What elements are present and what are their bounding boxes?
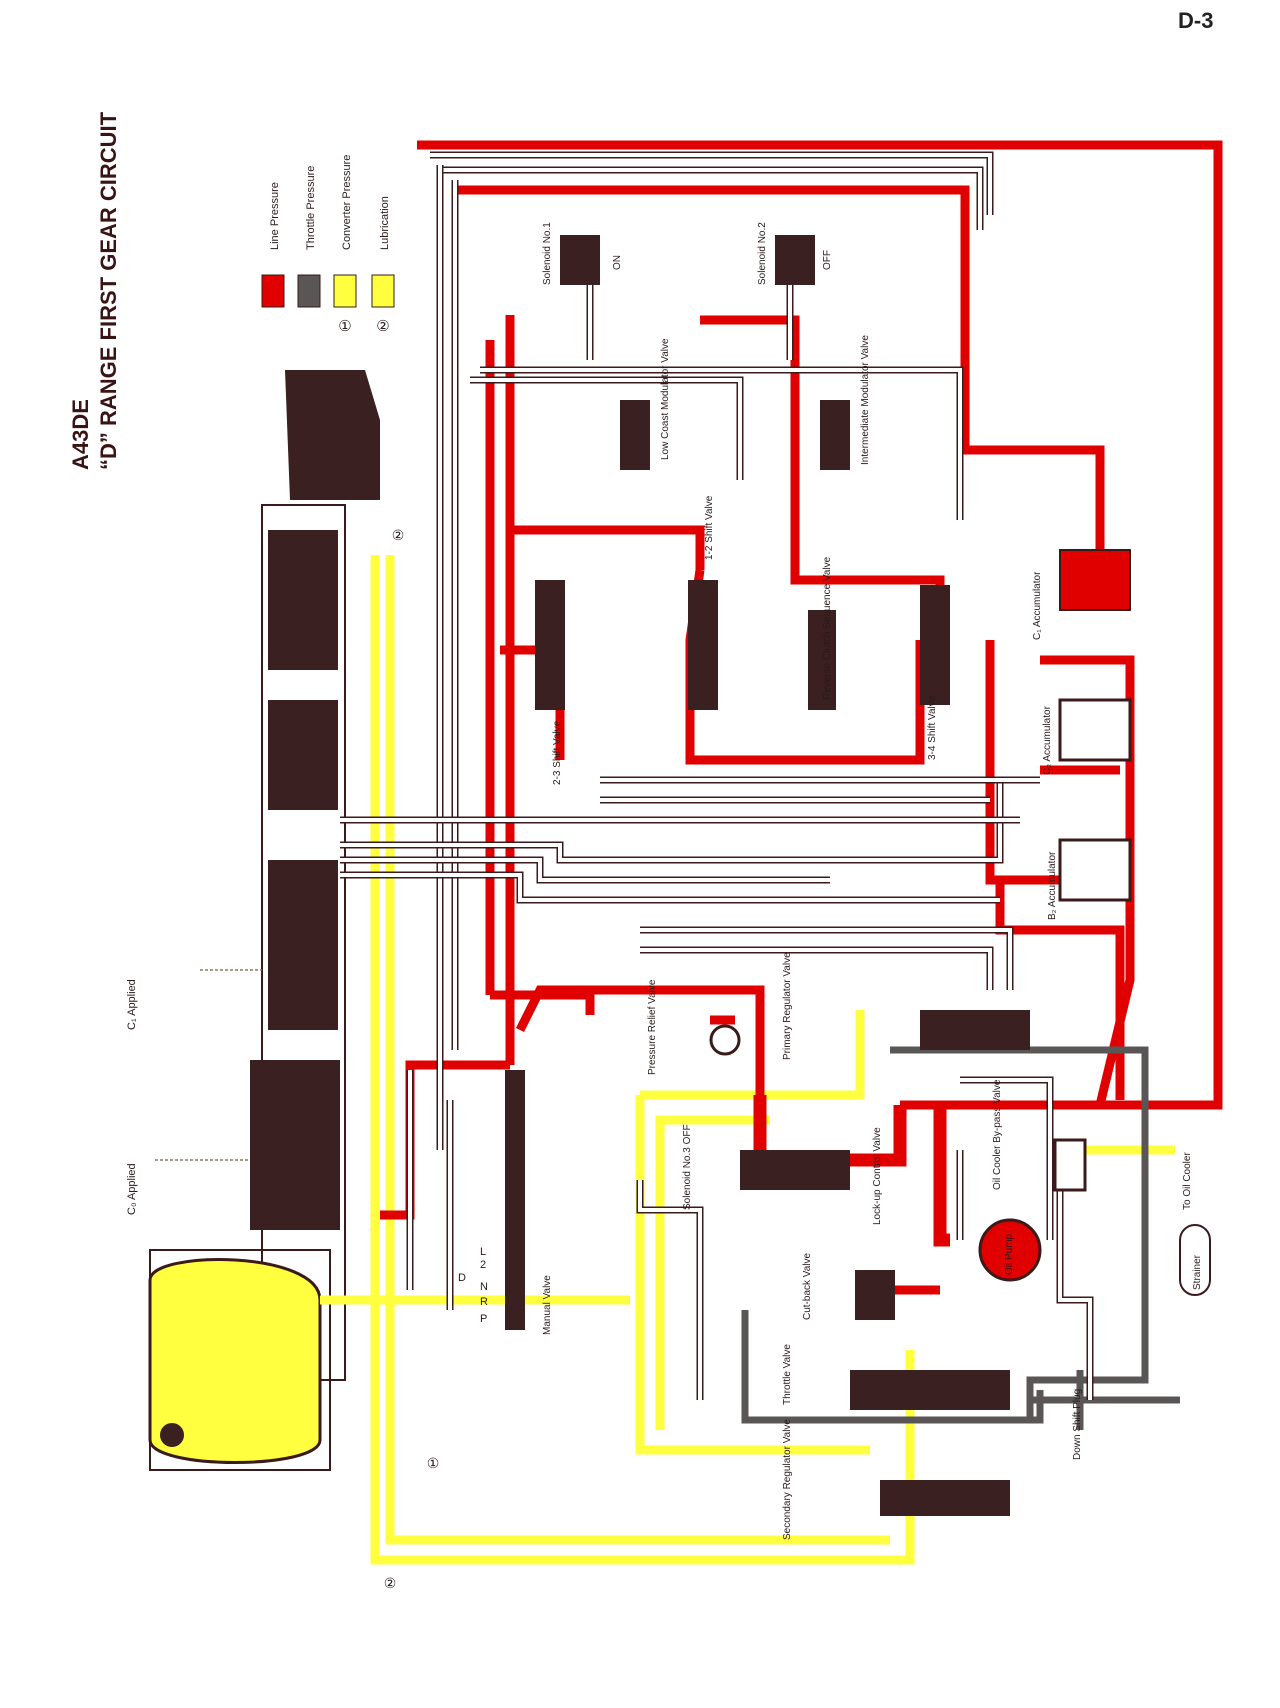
pressure-relief-valve xyxy=(709,1024,741,1056)
low-coast-modulator-valve xyxy=(620,400,650,470)
low-coast-label: Low Coast Modulator Valve xyxy=(660,338,671,460)
valve-2-3-shift xyxy=(535,580,565,710)
oil-pump xyxy=(978,1218,1042,1282)
c1-accumulator xyxy=(1059,549,1131,611)
transmission-body: C₁ Applied C₀ Applied xyxy=(126,370,380,1471)
solenoid2-state: OFF xyxy=(822,250,833,270)
legend-swatch-line xyxy=(261,274,285,308)
shift34-label: 3-4 Shift Valve xyxy=(927,695,938,760)
solenoid-2 xyxy=(775,235,815,285)
downshift-label: Down Shift Plug xyxy=(1072,1389,1083,1460)
reverse-seq-label: Reverse Clutch Sequence Valve xyxy=(822,556,833,700)
reverse-clutch-sequence-valve xyxy=(808,610,836,710)
cooler-bypass-label: Oil Cooler By-pass Valve xyxy=(992,1079,1003,1190)
marker-2-top: ② xyxy=(392,527,405,543)
b2-acc-label: B₂ Accumulator xyxy=(1047,851,1058,920)
shift12-label: 1-2 Shift Valve xyxy=(704,495,715,560)
solenoid-1 xyxy=(560,235,600,285)
solenoid3-label: Solenoid No.3 OFF xyxy=(682,1124,693,1210)
diagram-title: “D” RANGE FIRST GEAR CIRCUIT xyxy=(96,111,121,470)
throttle-valve xyxy=(850,1370,1010,1410)
lockup-label: Lock-up Control Valve xyxy=(872,1127,883,1225)
page-number: D-3 xyxy=(1178,8,1214,33)
pos-2: 2 xyxy=(480,1259,486,1271)
valve-1-2-shift xyxy=(688,580,718,710)
legend-swatch-throttle xyxy=(297,274,321,308)
secondary-reg-label: Secondary Regulator Valve xyxy=(782,1419,793,1540)
c0-applied-label: C₀ Applied xyxy=(126,1163,138,1215)
pos-p: P xyxy=(480,1313,487,1325)
throttle-valve-label: Throttle Valve xyxy=(782,1344,793,1405)
drained-passages xyxy=(340,151,1094,1400)
intermediate-modulator-valve xyxy=(820,400,850,470)
oil-pump-label: Oil Pump xyxy=(1004,1233,1015,1275)
valve-bodies xyxy=(505,235,1211,1516)
primary-regulator-valve xyxy=(920,1010,1030,1050)
solenoid-3 xyxy=(740,1150,770,1190)
legend-label-lubrication: Lubrication xyxy=(379,196,391,250)
legend: ① ② Line Pressure Throttle Pressure Conv… xyxy=(261,155,395,335)
c2-acc-label: C₂ Accumulator xyxy=(1042,705,1053,775)
cutback-label: Cut-back Valve xyxy=(802,1252,813,1320)
strainer-label: Strainer xyxy=(1192,1254,1203,1290)
to-cooler-label: To Oil Cooler xyxy=(1182,1152,1193,1210)
pos-d: D xyxy=(458,1272,466,1284)
cut-back-valve xyxy=(855,1270,895,1320)
legend-swatch-converter xyxy=(333,274,357,308)
pos-n: N xyxy=(480,1281,488,1293)
strainer xyxy=(1179,1224,1211,1296)
legend-marker-2: ② xyxy=(376,318,389,335)
manual-valve xyxy=(505,1070,525,1330)
c1-applied-label: C₁ Applied xyxy=(126,979,138,1030)
legend-swatch-lubrication xyxy=(371,274,395,308)
component-labels: Solenoid No.1 ON Solenoid No.2 OFF Low C… xyxy=(542,222,1203,1540)
line-pressure-lines xyxy=(380,140,1223,1310)
marker-1-bottom: ① xyxy=(427,1455,440,1471)
c2-accumulator xyxy=(1058,698,1132,762)
manual-valve-positions: P R N D 2 L xyxy=(458,1246,488,1325)
intermediate-label: Intermediate Modulator Valve xyxy=(860,335,871,465)
legend-label-converter: Converter Pressure xyxy=(341,155,353,250)
secondary-regulator-valve xyxy=(880,1480,1010,1516)
legend-marker-1: ① xyxy=(338,318,351,335)
lock-up-control-valve xyxy=(770,1150,850,1190)
throttle-pressure-lines xyxy=(741,1046,1180,1430)
valve-3-4-shift xyxy=(920,585,950,705)
model-title: A43DE xyxy=(68,399,93,470)
c1-acc-label: C₁ Accumulator xyxy=(1032,571,1043,640)
pos-r: R xyxy=(480,1296,488,1308)
shift23-label: 2-3 Shift Valve xyxy=(552,720,563,785)
pressure-relief-label: Pressure Relief Valve xyxy=(647,979,658,1075)
pos-l: L xyxy=(480,1246,486,1258)
legend-label-line: Line Pressure xyxy=(269,182,281,250)
legend-label-throttle: Throttle Pressure xyxy=(305,166,317,250)
manual-valve-label: Manual Valve xyxy=(542,1275,553,1335)
solenoid1-label: Solenoid No.1 xyxy=(542,222,553,285)
marker-2-bottom: ② xyxy=(384,1575,397,1591)
oil-cooler-bypass-valve xyxy=(1053,1138,1087,1192)
primary-reg-label: Primary Regulator Valve xyxy=(782,952,793,1060)
b2-accumulator xyxy=(1058,838,1132,902)
converter-lubrication-lines: ② ① ② xyxy=(320,527,1175,1591)
solenoid1-state: ON xyxy=(612,255,623,270)
solenoid2-label: Solenoid No.2 xyxy=(757,222,768,285)
